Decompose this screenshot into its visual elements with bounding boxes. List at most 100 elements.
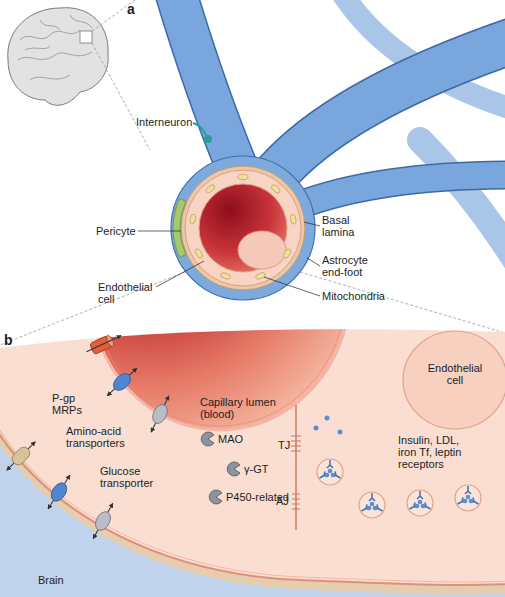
part-label: Endothelial cell — [98, 281, 162, 305]
receptor-vesicle — [314, 426, 319, 431]
node-text: Endothelial cell — [422, 362, 488, 386]
brain-thumbnail — [8, 8, 108, 106]
transporter — [103, 364, 141, 401]
receptor-vesicle — [407, 490, 433, 516]
mitochondrion — [189, 174, 296, 280]
transporter — [48, 475, 70, 509]
enzyme-label: P450-related — [226, 491, 289, 503]
leader-line — [138, 222, 320, 296]
capillary-lumen — [90, 150, 350, 430]
astrocyte-process — [275, 40, 505, 175]
interneuron — [193, 123, 212, 143]
mitochondrion — [220, 272, 231, 280]
brain-thumbnail — [80, 31, 92, 43]
interneuron — [204, 135, 212, 143]
transporter — [145, 393, 174, 435]
pericyte — [173, 198, 186, 257]
basal-lamina — [0, 425, 505, 590]
mitochondrion — [205, 184, 216, 194]
leader-line — [156, 261, 204, 287]
mitochondrion — [270, 184, 281, 194]
cell-junction — [291, 436, 301, 451]
mitochondrion — [290, 214, 297, 225]
abluminal-membrane — [0, 420, 505, 585]
receptor-vesicle — [314, 416, 482, 519]
transporter — [110, 370, 133, 393]
transporter — [107, 368, 136, 395]
leader-line — [138, 231, 181, 232]
enzyme-label: γ-GT — [244, 463, 268, 475]
panel-letter: b — [4, 333, 13, 348]
zoom-line — [92, 0, 135, 31]
mitochondrion — [194, 248, 204, 259]
astrocyte-process — [300, 175, 505, 205]
transporter-label: Amino-acid transporters — [66, 425, 130, 449]
enzyme-symbol — [201, 432, 214, 446]
astrocyte-process — [175, 0, 238, 170]
transporter — [3, 330, 175, 541]
nucleus-shape: Endothelial cell — [402, 330, 505, 430]
transporter — [48, 480, 70, 504]
mitochondrion — [282, 248, 292, 259]
region-label: Brain — [38, 574, 64, 586]
abluminal-membrane — [0, 417, 505, 582]
astrocyte-process — [300, 175, 505, 205]
receptor-vesicle — [359, 492, 385, 518]
transporter — [3, 438, 40, 475]
transporter-label: P-gp MRPs — [52, 392, 88, 416]
mitochondrion — [255, 272, 266, 280]
transporter — [10, 445, 33, 468]
part-label: Basal lamina — [322, 214, 372, 238]
receptor-vesicle — [338, 430, 343, 435]
zoom-line — [92, 43, 150, 150]
transporter — [150, 402, 170, 426]
pericyte — [173, 198, 186, 257]
capillary-cross-section — [185, 170, 301, 286]
leader-line — [264, 277, 320, 296]
brain-thumbnail — [18, 15, 92, 80]
cell-junction — [295, 405, 297, 530]
luminal-membrane — [94, 154, 346, 426]
enzyme-symbol — [209, 490, 222, 504]
region-label: Capillary lumen (blood) — [200, 396, 286, 420]
transporter — [43, 472, 76, 513]
mitochondrion — [189, 214, 196, 225]
interneuron — [193, 123, 207, 137]
capillary-cross-section — [171, 156, 315, 300]
cell-junction — [291, 405, 301, 530]
capillary-cross-section — [238, 231, 286, 269]
astrocyte-process — [175, 0, 238, 170]
transporter — [86, 336, 120, 352]
astrocyte-process-light — [420, 140, 505, 260]
endothelium-detail — [0, 150, 505, 597]
part-label: Interneuron — [136, 116, 192, 128]
receptor-label: Insulin, LDL, iron Tf, leptin receptors — [398, 434, 478, 470]
part-label: Astrocyte end-foot — [322, 254, 384, 278]
nucleus-ellipse — [403, 331, 505, 429]
panel-letter: a — [127, 2, 135, 17]
capillary-cross-section — [199, 184, 287, 272]
transporter — [84, 330, 124, 357]
mitochondrion — [238, 174, 248, 179]
part-label: Pericyte — [96, 225, 136, 237]
brain-thumbnail — [8, 8, 108, 106]
transporter-label: Glucose transporter — [100, 465, 164, 489]
part-label: Mitochondria — [322, 290, 385, 302]
junction-label: TJ — [278, 439, 290, 451]
transporter — [92, 509, 113, 533]
capillary-cross-section — [171, 156, 315, 300]
transporter — [88, 500, 119, 541]
enzyme-symbol — [227, 462, 240, 476]
receptor-vesicle — [325, 416, 330, 421]
leader-line — [304, 222, 320, 226]
leader-line — [307, 258, 320, 266]
receptor-vesicle — [455, 485, 481, 511]
zoom-line — [300, 272, 505, 333]
receptor-vesicle — [317, 459, 343, 485]
transporter — [7, 442, 35, 470]
transporter — [93, 504, 112, 539]
astrocyte-process — [275, 40, 505, 175]
capillary-cross-section — [181, 166, 305, 290]
